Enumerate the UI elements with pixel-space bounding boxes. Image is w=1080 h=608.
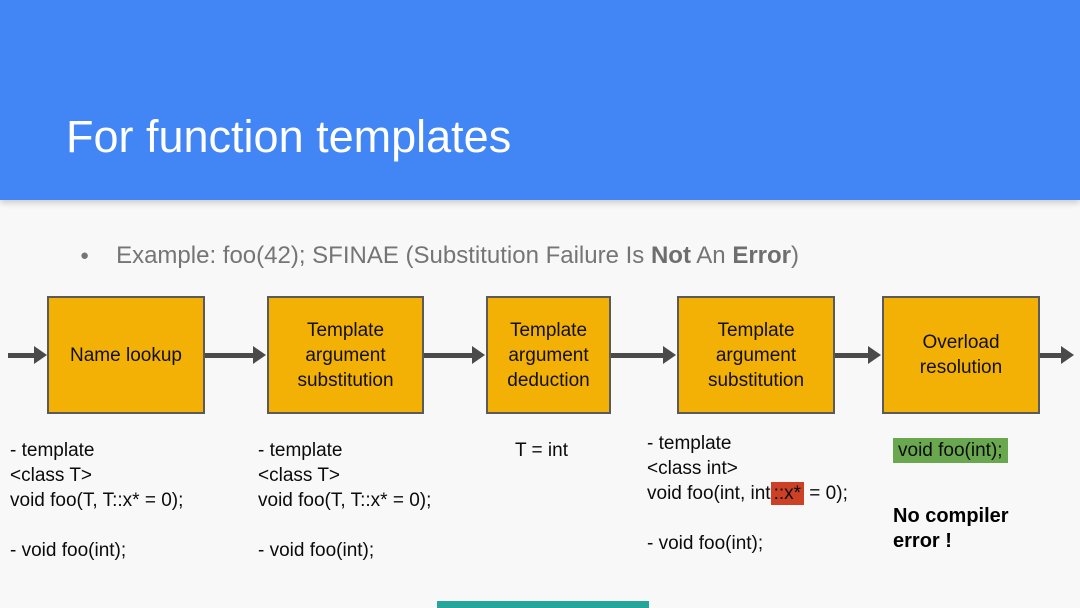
flow-arrow-line [611, 353, 665, 358]
flow-arrow-line [835, 353, 870, 358]
code-line: void foo(T, T::x* = 0); [258, 490, 432, 511]
blank-line [647, 506, 848, 531]
flow-arrow-line [1040, 353, 1062, 358]
note-column-4: - template <class int> void foo(int, int… [647, 431, 848, 556]
page-title: For function templates [66, 111, 512, 162]
flow-box-label: Name lookup [70, 344, 182, 366]
bullet-row: ● Example: foo(42); SFINAE (Substitution… [80, 240, 799, 271]
bullet-text: Example: foo(42); SFINAE (Substitution F… [116, 240, 799, 271]
code-line: - template [647, 433, 732, 454]
code-line: - void foo(int); [647, 533, 764, 554]
blank-line [258, 513, 431, 538]
bullet-bold-error: Error [732, 242, 791, 269]
arrow-right-icon [253, 346, 266, 364]
flow-box-label: Template argument substitution [707, 319, 805, 391]
flow-box-label: Template argument substitution [297, 319, 394, 391]
code-line: <class T> [10, 465, 93, 486]
arrow-right-icon [663, 346, 676, 364]
code-line: <class int> [647, 458, 738, 479]
code-line: - template [258, 440, 343, 461]
code-line: <class T> [258, 465, 341, 486]
error-highlight: ::x* [770, 482, 805, 505]
note-column-2: - template <class T> void foo(T, T::x* =… [258, 438, 431, 563]
arrow-right-icon [1061, 346, 1074, 364]
flow-box-label: Overload resolution [919, 332, 1003, 378]
code-line: - template [10, 440, 95, 461]
flow-arrow-line [205, 353, 255, 358]
bullet-seg: An [690, 242, 733, 269]
bullet-bold-not: Not [650, 242, 691, 269]
bullet-seg: ) [791, 242, 799, 269]
code-line: void foo(T, T::x* = 0); [10, 490, 184, 511]
note-column-1: - template <class T> void foo(T, T::x* =… [10, 438, 183, 563]
note-column-3: T = int [515, 438, 568, 463]
flow-arrow-line [8, 353, 36, 358]
bullet-icon: ● [80, 247, 90, 264]
code-line: void foo(int); [893, 438, 1009, 463]
note-column-5: void foo(int); No compiler error ! [893, 438, 1009, 554]
flow-box-template-argument-substitution-2: Template argument substitution [677, 296, 835, 414]
note-line: No compiler [893, 505, 1009, 527]
code-line: - void foo(int); [10, 540, 127, 561]
note-line: error ! [893, 530, 952, 552]
bullet-seg: Example: foo(42); SFINAE (Substitution F… [116, 242, 651, 269]
arrow-right-icon [472, 346, 485, 364]
code-segment: void foo(int, int [647, 483, 771, 504]
code-line: void foo(int, int::x* = 0); [647, 481, 848, 506]
flow-arrow-line [424, 353, 474, 358]
flow-box-label: Template argument deduction [507, 319, 590, 391]
slide-header: For function templates [0, 0, 1080, 200]
flow-box-template-argument-substitution: Template argument substitution [267, 296, 424, 414]
code-line: T = int [515, 440, 568, 461]
code-line: - void foo(int); [258, 540, 375, 561]
arrow-right-icon [868, 346, 881, 364]
code-segment: = 0); [804, 483, 848, 504]
blank-line [10, 513, 183, 538]
flow-box-template-argument-deduction: Template argument deduction [486, 296, 611, 414]
success-highlight: void foo(int); [893, 438, 1008, 463]
progress-bar [437, 601, 649, 608]
flow-box-name-lookup: Name lookup [47, 296, 205, 414]
no-compiler-error-note: No compiler error ! [893, 504, 1009, 554]
arrow-right-icon [34, 346, 47, 364]
flow-box-overload-resolution: Overload resolution [882, 296, 1040, 414]
